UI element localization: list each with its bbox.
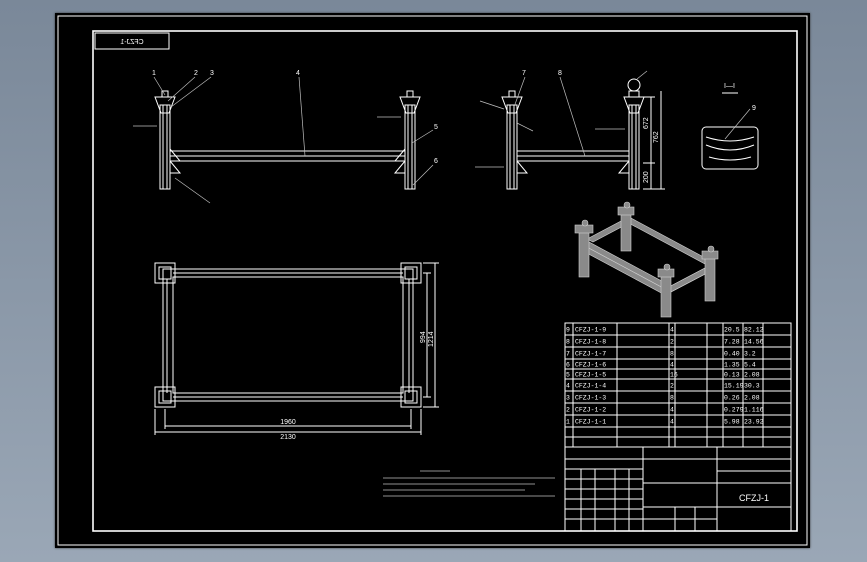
bom-cell-mass2: 23.92: [744, 419, 764, 426]
balloon-5: 5: [434, 124, 438, 131]
dim-2130: 2130: [280, 434, 296, 441]
bom-cell-mass2: 14.56: [744, 339, 764, 346]
bom-cell-code: CFZJ-1-7: [575, 351, 606, 358]
cad-drawing: CFZJ-1 1 2 3 4 5 6: [57, 15, 808, 546]
bom-cell-code: CFZJ-1-1: [575, 419, 606, 426]
balloon-8: 8: [558, 70, 562, 77]
bom-cell-mass2: 3.2: [744, 351, 756, 358]
bom-cell-no: 3: [566, 395, 570, 402]
dim-994: 994: [420, 331, 427, 343]
bom-cell-qty: 4: [670, 362, 674, 369]
front-elevation: [133, 76, 434, 204]
bom-cell-mass2: 82.12: [744, 327, 764, 334]
bom-cell-code: CFZJ-1-6: [575, 362, 606, 369]
title-block: [564, 446, 792, 532]
side-elevation: [475, 70, 665, 190]
bom-cell-qty: 8: [670, 351, 674, 358]
bom-cell-mass2: 5.4: [744, 362, 756, 369]
bom-cell-qty: 16: [670, 372, 678, 379]
bom-cell-qty: 4: [670, 407, 674, 414]
bom-cell-mass2: 2.08: [744, 395, 760, 402]
bom-cell-code: CFZJ-1-8: [575, 339, 606, 346]
bom-cell-qty: 2: [670, 339, 674, 346]
bom-cell-mass1: 7.28: [724, 339, 740, 346]
bom-cell-mass1: 0.40: [724, 351, 740, 358]
balloon-7: 7: [522, 70, 526, 77]
bom-cell-qty: 4: [670, 419, 674, 426]
bom-cell-code: CFZJ-1-2: [575, 407, 606, 414]
bom-cell-no: 1: [566, 419, 570, 426]
bom-cell-mass1: 1.35: [724, 362, 740, 369]
drawing-sheet: CFZJ-1 1 2 3 4 5 6: [55, 13, 810, 548]
bom-cell-no: 7: [566, 351, 570, 358]
balloon-1: 1: [152, 70, 156, 77]
bom-cell-no: 2: [566, 407, 570, 414]
bom-cell-code: CFZJ-1-3: [575, 395, 606, 402]
code-box-text: CFZJ-1: [120, 39, 143, 46]
outer-frame: [57, 15, 808, 546]
balloon-9: 9: [752, 105, 756, 112]
bom-cell-mass1: 0.13: [724, 372, 740, 379]
bom-cell-code: CFZJ-1-9: [575, 327, 606, 334]
bom-cell-code: CFZJ-1-4: [575, 383, 606, 390]
balloon-4: 4: [296, 70, 300, 77]
dim-200: 200: [643, 171, 650, 183]
dim-762: 762: [653, 131, 660, 143]
bom-cell-mass1: 0.279: [724, 407, 744, 414]
bom-cell-qty: 4: [670, 327, 674, 334]
bom-cell-no: 8: [566, 339, 570, 346]
bom-cell-qty: 8: [670, 395, 674, 402]
bom-cell-code: CFZJ-1-5: [575, 372, 606, 379]
dim-1960: 1960: [280, 419, 296, 426]
balloon-3: 3: [210, 70, 214, 77]
bom-cell-mass2: 1.116: [744, 407, 764, 414]
balloon-2: 2: [194, 70, 198, 77]
bom-cell-no: 6: [566, 362, 570, 369]
bom-cell-mass1: 5.98: [724, 419, 740, 426]
bom-cell-no: 5: [566, 372, 570, 379]
bom-cell-mass1: 15.19: [724, 383, 744, 390]
section-label: I—I: [724, 83, 735, 90]
bom-cell-qty: 2: [670, 383, 674, 390]
bom-cell-no: 9: [566, 327, 570, 334]
bom-cell-mass1: 20.5: [724, 327, 740, 334]
dim-672: 672: [643, 117, 650, 129]
bom-cell-mass2: 2.08: [744, 372, 760, 379]
balloon-6: 6: [434, 158, 438, 165]
code-box: [94, 32, 170, 50]
technical-notes: [383, 470, 555, 497]
isometric-view: [574, 201, 719, 318]
inner-frame: [92, 30, 798, 532]
bom-cell-mass2: 30.3: [744, 383, 760, 390]
dim-1214: 1214: [428, 331, 435, 347]
bom-cell-mass1: 0.26: [724, 395, 740, 402]
title-block-code: CFZJ-1: [739, 493, 769, 503]
bom-cell-no: 4: [566, 383, 570, 390]
plan-view: [154, 262, 439, 435]
section-detail: [701, 92, 759, 170]
